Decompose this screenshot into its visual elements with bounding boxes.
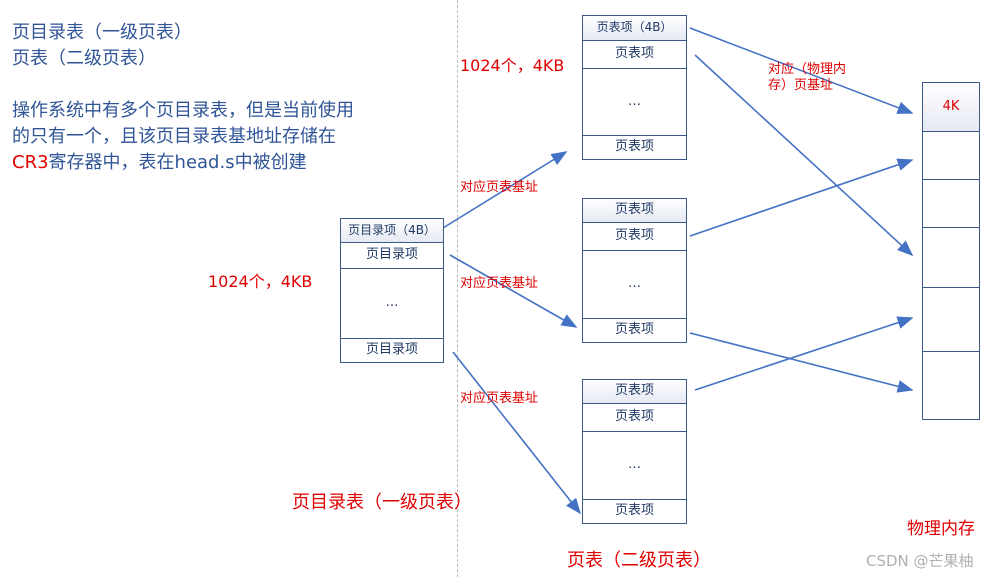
note-line-1: 页目录表（一级页表） [12, 22, 192, 43]
mem-cell [923, 288, 979, 352]
t2-row-last: 页表项 [614, 322, 654, 337]
dir-row-ellipsis: … [341, 269, 443, 339]
note-line-5-rest: 寄存器中，表在head.s中被创建 [48, 152, 307, 173]
dir-row-last: 页目录项 [365, 342, 418, 357]
page-directory-table: 页目录项（4B） 页目录项 … 页目录项 [340, 218, 444, 363]
phys-label-line1: 对应（物理内 [768, 62, 847, 77]
arrow-dir-to-table2 [449, 254, 578, 328]
physical-memory: 4K [922, 82, 980, 420]
t3-row-ellipsis: … [583, 432, 686, 500]
arrow-t1a-to-mem [689, 27, 914, 114]
arrow-t2b-to-mem [689, 332, 914, 393]
note-line-4: 的只有一个，且该页目录表基地址存储在 [12, 126, 336, 147]
table-caption: 页表（二级页表） [567, 550, 711, 571]
mem-cell-4k: 4K [923, 83, 979, 132]
t2-row-ellipsis: … [583, 251, 686, 319]
mem-cell [923, 132, 979, 180]
t3-row-1: 页表项 [583, 380, 686, 404]
page-table-1: 页表项（4B） 页表项 … 页表项 [582, 15, 687, 160]
t2-row-1: 页表项 [583, 199, 686, 223]
phys-label: 对应（物理内 存）页基址 [768, 62, 846, 94]
t2-row-2: 页表项 [583, 223, 686, 251]
arrow-t3a-to-mem [694, 316, 914, 391]
t1-row-ellipsis: … [583, 69, 686, 136]
mem-cell [923, 180, 979, 228]
t3-row-2: 页表项 [583, 404, 686, 432]
note-line-5: CR3寄存器中，表在head.s中被创建 [12, 150, 432, 176]
t3-row-last: 页表项 [614, 503, 654, 518]
mem-cell [923, 228, 979, 288]
t1-row-2: 页表项 [583, 41, 686, 69]
memory-caption: 物理内存 [907, 519, 975, 539]
watermark: CSDN @芒果柚 [866, 552, 974, 570]
page-table-2: 页表项 页表项 … 页表项 [582, 198, 687, 343]
arrow-dir-to-table1 [442, 151, 568, 229]
dir-count-label: 1024个，4KB [208, 272, 313, 291]
table-count-label: 1024个，4KB [460, 56, 565, 75]
cr3-text: CR3 [12, 152, 49, 173]
phys-label-line2: 存）页基址 [768, 78, 834, 93]
arrow-t2a-to-mem [689, 158, 914, 237]
arrow-dir-to-table3 [452, 351, 581, 515]
dir-row-2: 页目录项 [341, 243, 443, 269]
mem-cell [923, 352, 979, 418]
dir-caption: 页目录表（一级页表） [292, 492, 472, 513]
note-line-3: 操作系统中有多个页目录表，但是当前使用 [12, 100, 354, 121]
notes-block: 页目录表（一级页表） 页表（二级页表） 操作系统中有多个页目录表，但是当前使用 … [12, 20, 432, 176]
t1-row-1: 页表项（4B） [583, 16, 686, 41]
arrow-t1b-to-mem [694, 54, 914, 257]
page-table-3: 页表项 页表项 … 页表项 [582, 379, 687, 524]
arrow-label-2: 对应页表基址 [460, 276, 539, 291]
mem-4k-label: 4K [942, 99, 960, 114]
divider-line [457, 0, 458, 577]
arrow-label-3: 对应页表基址 [460, 391, 539, 406]
t1-row-last: 页表项 [614, 139, 654, 154]
dir-row-1: 页目录项（4B） [341, 219, 443, 243]
note-line-2: 页表（二级页表） [12, 48, 156, 69]
arrow-label-1: 对应页表基址 [460, 180, 539, 195]
